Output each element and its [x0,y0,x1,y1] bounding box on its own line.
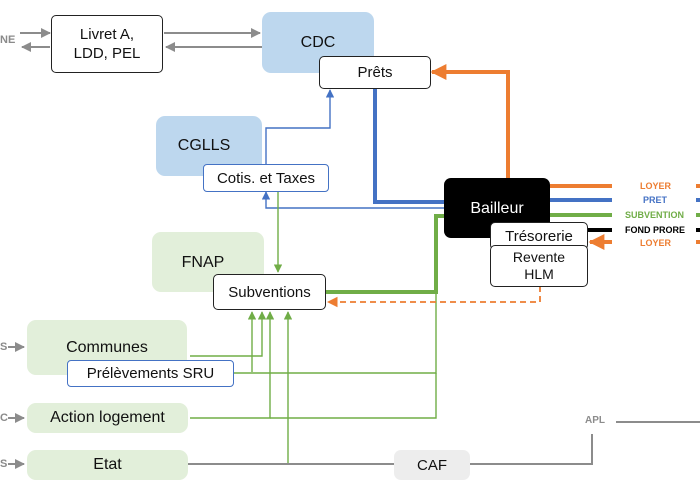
node-subventions: Subventions [213,274,326,310]
line-subventions-to-bailleur [326,214,444,294]
stub-text-etat: S [0,458,8,470]
node-caf: CAF [394,450,470,480]
arrow-cotis-to-prets [265,89,335,164]
arrow-revente-to-subventions [326,286,541,308]
arrow-etat-to-subventions [188,311,293,465]
line-action-to-bailleur [270,373,437,419]
node-revente: Revente HLM [490,245,588,287]
label-subvention: SUBVENTION [625,210,685,220]
line-prets-to-bailleur [373,88,444,204]
node-prelevements: Prélèvements SRU [67,360,234,387]
label-pret: PRET [643,195,668,205]
arrow-bailleur-to-cotis [261,191,444,209]
node-etat: Etat [27,450,188,480]
arrow-communes-to-subventions [190,311,267,357]
label-apl: APL [585,415,605,426]
line-caf-to-apl [470,434,593,465]
node-livret: Livret A, LDD, PEL [51,15,163,73]
label-loyer-bottom: LOYER [640,238,672,248]
label-fond-propre: FOND PRORE [625,225,686,235]
stub-text-top-left: NE [0,34,16,46]
stub-text-action: C [0,412,8,424]
stub-text-communes: S [0,341,8,353]
label-loyer-top: LOYER [640,181,672,191]
node-cotis: Cotis. et Taxes [203,164,329,192]
node-prets: Prêts [319,56,431,89]
arrow-loyer-to-prets [430,64,510,178]
node-action-logement: Action logement [27,403,188,433]
